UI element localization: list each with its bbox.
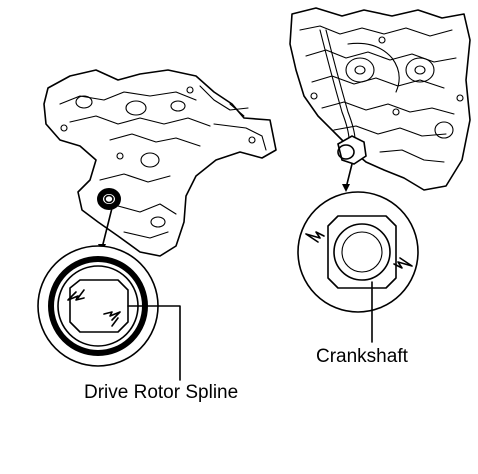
left-engine-drawing: [43, 69, 277, 257]
left-leader-line: [101, 207, 113, 249]
arrow-icon: [67, 291, 85, 301]
crankshaft-detail: [297, 191, 419, 313]
crankshaft-label: Crankshaft: [316, 346, 409, 367]
right-leader-arrow: [342, 184, 350, 192]
left-callout-line: [127, 305, 181, 381]
right-engine-drawing: [289, 7, 471, 191]
drive-rotor-spline-label: Drive Rotor Spline: [84, 382, 238, 403]
arrow-icon: [393, 257, 413, 269]
arrow-icon: [305, 231, 325, 243]
arrow-icon: [103, 311, 121, 321]
